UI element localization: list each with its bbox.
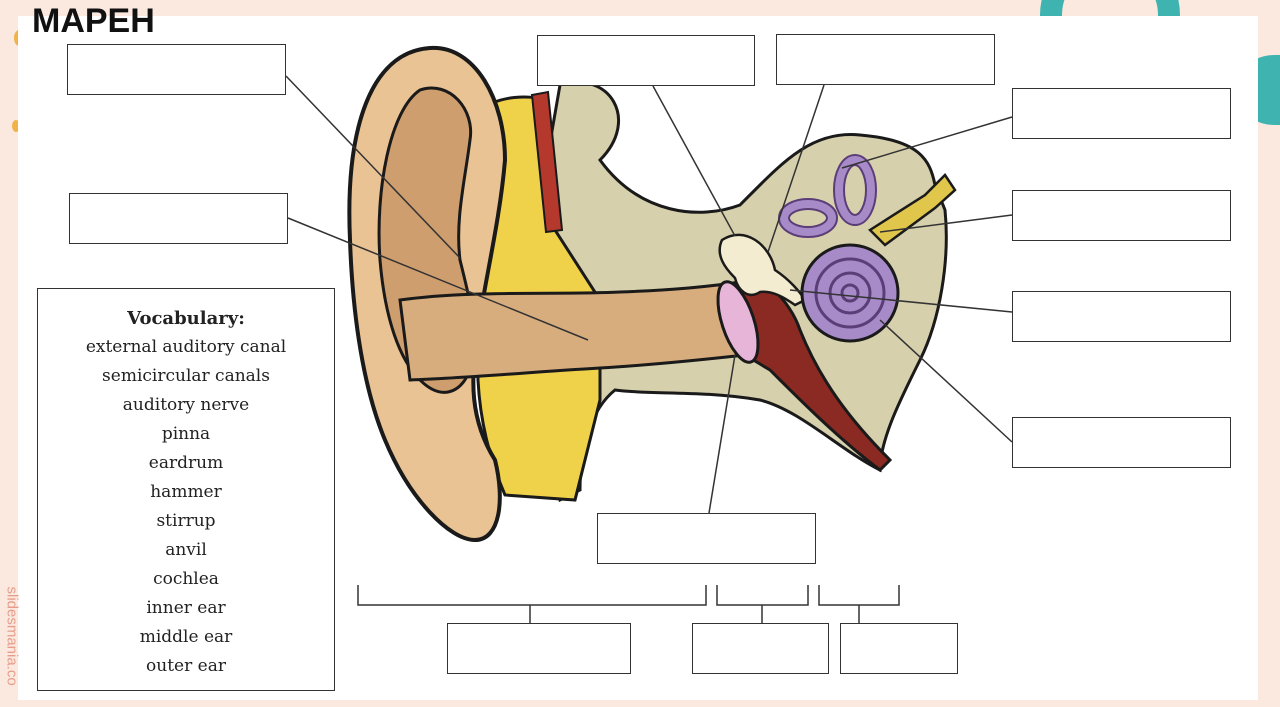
blood-vessel <box>530 90 564 234</box>
vocabulary-list: external auditory canal semicircular can… <box>38 333 334 681</box>
vocabulary-term: pinna <box>161 424 211 444</box>
label-box-1[interactable] <box>67 44 286 95</box>
eardrum <box>716 280 760 364</box>
vocabulary-term: outer ear <box>146 656 226 676</box>
label-box-7[interactable] <box>1012 291 1231 342</box>
label-box-8[interactable] <box>1012 417 1231 468</box>
page-title: MAPEH <box>32 2 155 40</box>
vocabulary-term: inner ear <box>146 598 226 618</box>
vocabulary-term: middle ear <box>139 627 233 647</box>
auditory-nerve <box>868 173 957 247</box>
label-box-4[interactable] <box>776 34 995 85</box>
vocabulary-term: stirrup <box>156 511 216 531</box>
semicircular-canals <box>778 154 877 238</box>
label-box-12[interactable] <box>840 623 958 674</box>
watermark-text: slidesmania.co <box>3 586 21 686</box>
vocabulary-term: semicircular canals <box>102 366 270 386</box>
cochlea <box>800 243 900 343</box>
label-box-9[interactable] <box>597 513 816 564</box>
vocabulary-term: eardrum <box>148 453 224 473</box>
grouping-brackets <box>357 585 900 624</box>
label-box-5[interactable] <box>1012 88 1231 139</box>
label-box-3[interactable] <box>537 35 755 86</box>
label-box-11[interactable] <box>692 623 829 674</box>
label-box-10[interactable] <box>447 623 631 674</box>
ossicles <box>718 233 807 307</box>
vocabulary-term: auditory nerve <box>122 395 250 415</box>
label-box-6[interactable] <box>1012 190 1231 241</box>
pointer-lines <box>285 75 1013 514</box>
vocabulary-term: external auditory canal <box>85 337 287 357</box>
vocabulary-box: Vocabulary: external auditory canal semi… <box>37 288 335 691</box>
vocabulary-term: hammer <box>150 482 222 502</box>
decorative-dot <box>12 120 20 132</box>
eustachian-tube <box>738 278 893 472</box>
vocabulary-title: Vocabulary: <box>127 308 245 329</box>
vocabulary-term: cochlea <box>153 569 219 589</box>
vocabulary-term: anvil <box>165 540 207 560</box>
label-box-2[interactable] <box>69 193 288 244</box>
